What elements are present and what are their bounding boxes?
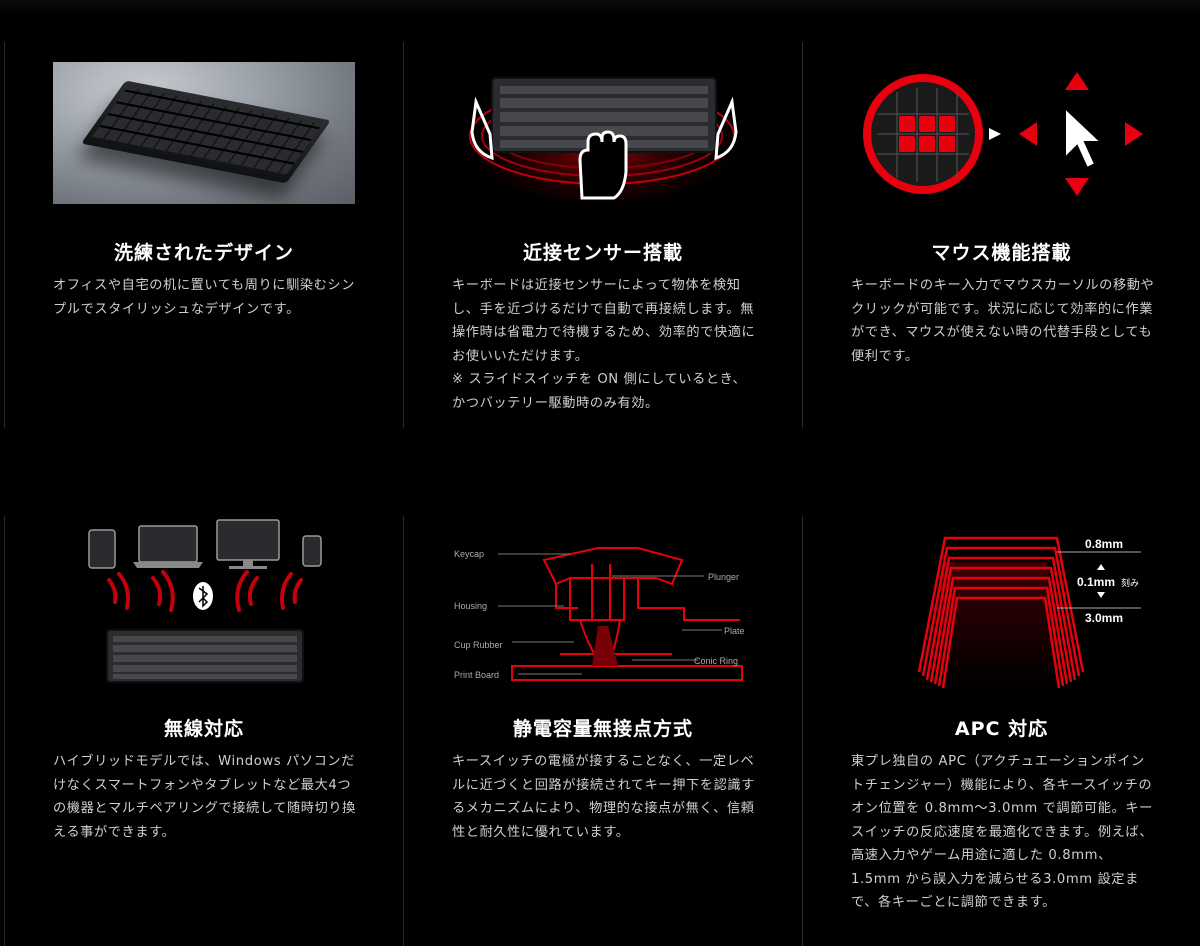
apc-step-label: 0.1mm <box>1077 575 1115 589</box>
top-edge <box>0 0 1200 14</box>
apc-bottom-label: 3.0mm <box>1085 611 1123 625</box>
feature-row-2: 無線対応 ハイブリッドモデルでは、Windows パソコンだけなくスマートフォン… <box>0 516 1200 946</box>
feature-title: 洗練されたデザイン <box>113 242 294 264</box>
label-conic-ring: Conic Ring <box>694 656 738 666</box>
feature-description: キーボードは近接センサーによって物体を検知し、手を近づけるだけで自動で再接続しま… <box>452 278 756 411</box>
feature-wireless: 無線対応 ハイブリッドモデルでは、Windows パソコンだけなくスマートフォン… <box>4 516 403 946</box>
feature-capacitive: Keycap Housing Cup Rubber Print Board Pl… <box>403 516 802 946</box>
wireless-icon <box>88 519 322 683</box>
proximity-sensor-icon <box>462 77 742 202</box>
feature-description: キーボードのキー入力でマウスカーソルの移動やクリックが可能です。状況に応じて効率… <box>851 278 1155 364</box>
apc-step-suffix: 刻み <box>1121 577 1139 588</box>
apc-top-label: 0.8mm <box>1085 537 1123 551</box>
feature-row-1: 洗練されたデザイン オフィスや自宅の机に置いても周りに馴染むシンプルでスタイリッ… <box>0 42 1200 428</box>
feature-title: 無線対応 <box>163 718 244 740</box>
feature-apc: 0.8mm 0.1mm 3.0mm 刻み APC 対応 東プレ独自の APC（ア… <box>802 516 1200 946</box>
feature-proximity-sensor: 近接センサー搭載 キーボードは近接センサーによって物体を検知し、手を近づけるだけ… <box>403 42 802 428</box>
keyboard-photo <box>53 62 355 204</box>
switch-diagram: Keycap Housing Cup Rubber Print Board Pl… <box>454 547 745 681</box>
label-cup-rubber: Cup Rubber <box>454 640 503 650</box>
feature-description: 東プレ独自の APC（アクチュエーションポイントチェンジャー）機能により、各キー… <box>851 754 1154 910</box>
feature-design: 洗練されたデザイン オフィスや自宅の机に置いても周りに馴染むシンプルでスタイリッ… <box>4 42 403 428</box>
feature-title: APC 対応 <box>954 718 1049 740</box>
feature-title: 静電容量無接点方式 <box>512 718 693 740</box>
keyboard-image <box>81 80 331 184</box>
feature-mouse-function: マウス機能搭載 キーボードのキー入力でマウスカーソルの移動やクリックが可能です。… <box>802 42 1200 428</box>
label-plunger: Plunger <box>708 572 739 582</box>
feature-title: マウス機能搭載 <box>931 242 1072 264</box>
apc-diagram: 0.8mm 0.1mm 3.0mm 刻み <box>917 536 1141 689</box>
feature-description: キースイッチの電極が接することなく、一定レベルに近づくと回路が接続されてキー押下… <box>452 754 755 840</box>
feature-description: オフィスや自宅の机に置いても周りに馴染むシンプルでスタイリッシュなデザインです。 <box>53 278 356 317</box>
feature-description: ハイブリッドモデルでは、Windows パソコンだけなくスマートフォンやタブレッ… <box>53 754 356 840</box>
label-keycap: Keycap <box>454 549 484 559</box>
label-housing: Housing <box>454 601 487 611</box>
label-plate: Plate <box>724 626 745 636</box>
feature-title: 近接センサー搭載 <box>522 242 683 264</box>
mouse-function-icon <box>863 72 1143 196</box>
label-print-board: Print Board <box>454 670 499 680</box>
